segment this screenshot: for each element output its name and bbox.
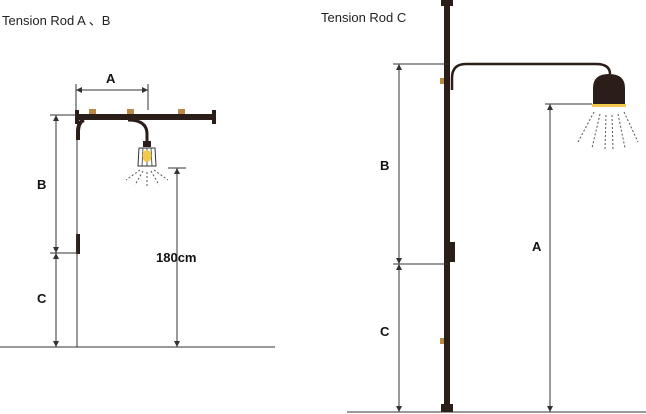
right-lamp-arm	[450, 62, 612, 90]
left-wall-clamp	[76, 234, 80, 254]
right-wood-accent-bottom	[440, 338, 444, 344]
left-wood-accent-1	[89, 109, 96, 114]
left-rod-end-cap	[212, 110, 216, 124]
left-dim-b-label: B	[37, 177, 47, 192]
right-dim-a-label: A	[532, 239, 542, 254]
left-dim-height-label: 180cm	[156, 250, 197, 265]
left-dim-c-label: C	[37, 291, 47, 306]
right-wood-accent-top	[440, 78, 444, 84]
right-pole-bottom-cap	[441, 404, 453, 412]
left-figure	[0, 84, 275, 348]
left-rod-start-cap	[75, 110, 79, 124]
dome-lamp-icon	[592, 74, 626, 107]
light-rays-icon	[577, 111, 639, 151]
left-tension-rod	[77, 114, 214, 120]
right-tension-pole	[444, 0, 450, 412]
left-figure-title: Tension Rod A 、B	[2, 13, 111, 28]
left-wood-accent-2	[127, 109, 134, 114]
right-dim-c-label: C	[380, 324, 390, 339]
right-pole-clamp	[449, 242, 455, 262]
light-rays-icon	[125, 169, 169, 188]
left-wood-accent-3	[178, 109, 185, 114]
left-lamp-arm	[127, 118, 149, 142]
right-figure	[347, 0, 646, 413]
right-dim-b-label: B	[380, 158, 390, 173]
left-dim-a-label: A	[106, 71, 116, 86]
right-figure-title: Tension Rod C	[321, 10, 407, 25]
pendant-cage-lamp-icon	[137, 141, 157, 167]
right-pole-top-cap	[441, 0, 453, 6]
left-hook-arm	[76, 118, 85, 140]
